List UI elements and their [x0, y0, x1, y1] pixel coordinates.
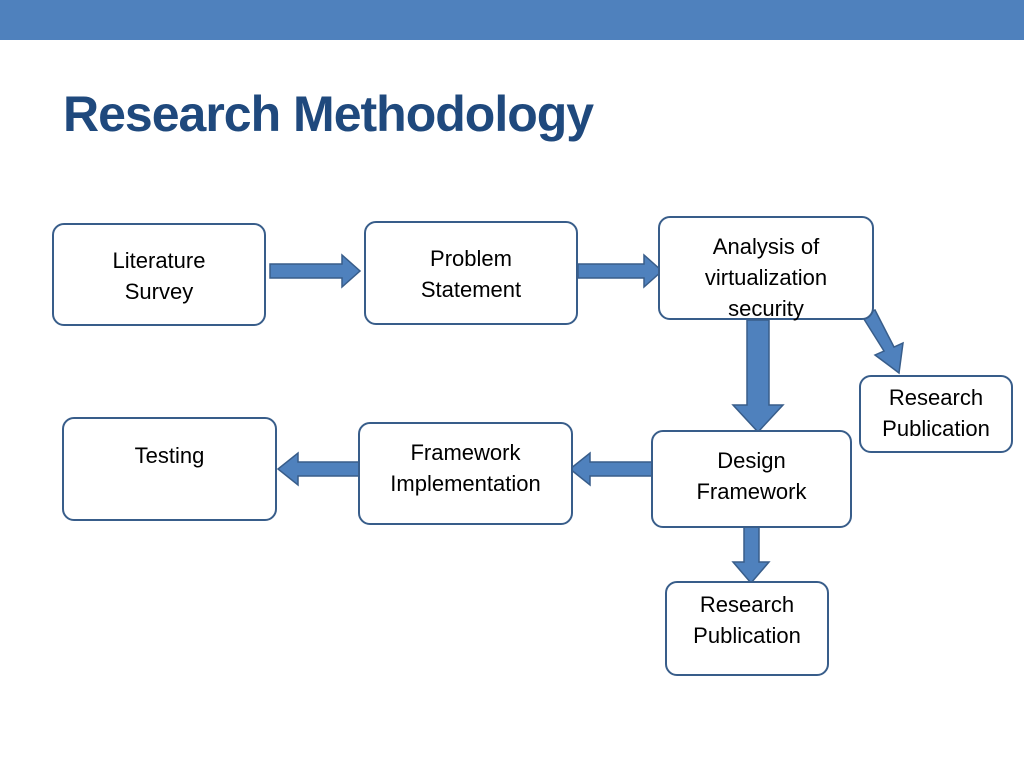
node-research-publication-right-label: Research Publication [882, 385, 990, 441]
node-research-publication-bottom-label: Research Publication [693, 592, 801, 648]
node-problem-statement-label: Problem Statement [420, 246, 522, 302]
header-bar [0, 0, 1024, 40]
node-research-publication-bottom: Research Publication [665, 581, 829, 676]
node-testing-label: Testing [134, 443, 205, 468]
arrow-literature-to-problem [269, 253, 362, 289]
arrow-design-to-implementation [568, 451, 653, 487]
node-problem-statement: Problem Statement [364, 221, 578, 325]
node-literature-survey-label: Literature Survey [112, 248, 206, 304]
node-framework-implementation: Framework Implementation [358, 422, 573, 525]
arrow-implementation-to-testing [276, 451, 361, 487]
arrow-problem-to-analysis [577, 253, 664, 289]
node-analysis-virtualization-security: Analysis of virtualization security [658, 216, 874, 321]
slide-title: Research Methodology [63, 86, 594, 142]
node-framework-implementation-label: Framework Implementation [390, 440, 541, 496]
node-literature-survey: Literature Survey [52, 223, 266, 326]
arrow-design-to-publication [731, 526, 771, 585]
arrow-analysis-to-publication [860, 309, 904, 375]
node-design-framework-label: Design Framework [696, 448, 807, 504]
arrow-analysis-to-design [731, 319, 785, 434]
node-design-framework: Design Framework [651, 430, 852, 528]
node-analysis-label: Analysis of virtualization security [704, 234, 828, 321]
node-research-publication-right: Research Publication [859, 375, 1013, 453]
node-testing: Testing [62, 417, 277, 521]
